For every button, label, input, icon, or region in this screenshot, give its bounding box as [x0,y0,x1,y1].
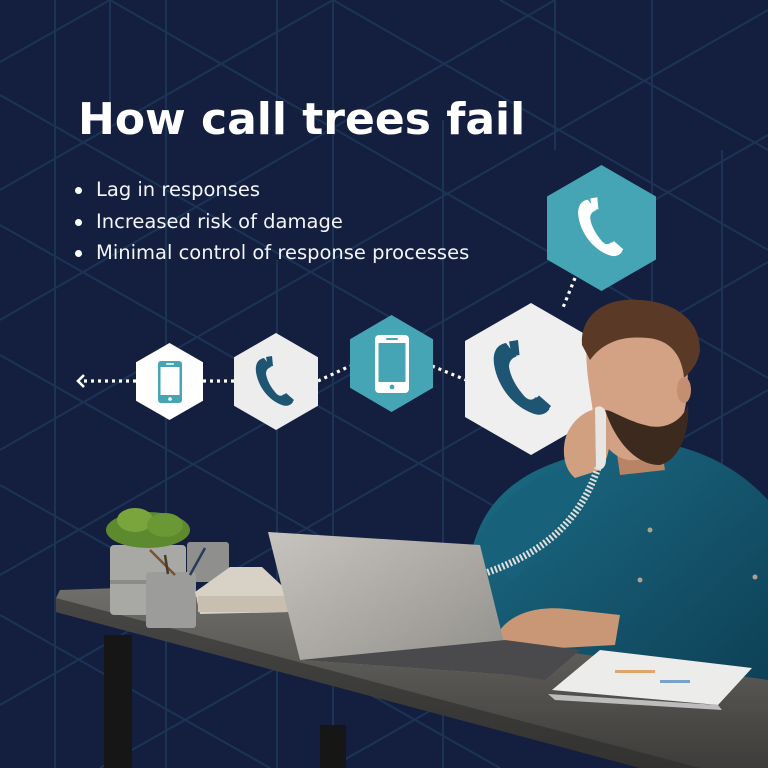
laptop [268,532,580,680]
list-item-text: Lag in responses [96,178,261,201]
failure-reasons-list: Lag in responses Increased risk of damag… [74,174,469,269]
call-tree-node-1 [136,343,203,420]
smartphone-icon [157,360,182,403]
list-item: Lag in responses [74,174,469,206]
phone-handset-icon [577,197,623,257]
page-title: How call trees fail [78,94,526,145]
bullet-icon [75,218,82,226]
desk [56,588,768,768]
call-tree-node-5 [547,165,656,291]
list-item: Minimal control of response processes [74,237,469,269]
call-tree-node-4 [465,303,597,455]
bullet-icon [75,187,82,194]
phone-handset-icon [255,355,294,406]
bullet-icon [75,250,82,257]
desk-phone [195,567,295,614]
arrow-left-icon [76,374,85,388]
list-item-text: Increased risk of damage [96,209,343,233]
papers [548,650,752,710]
list-item-text: Minimal control of response processes [96,241,470,264]
smartphone-icon [374,334,409,393]
man-figure [470,299,768,700]
phone-handset-icon [493,340,551,415]
pencil-cups [146,542,229,628]
list-item: Increased risk of damage [74,206,469,238]
